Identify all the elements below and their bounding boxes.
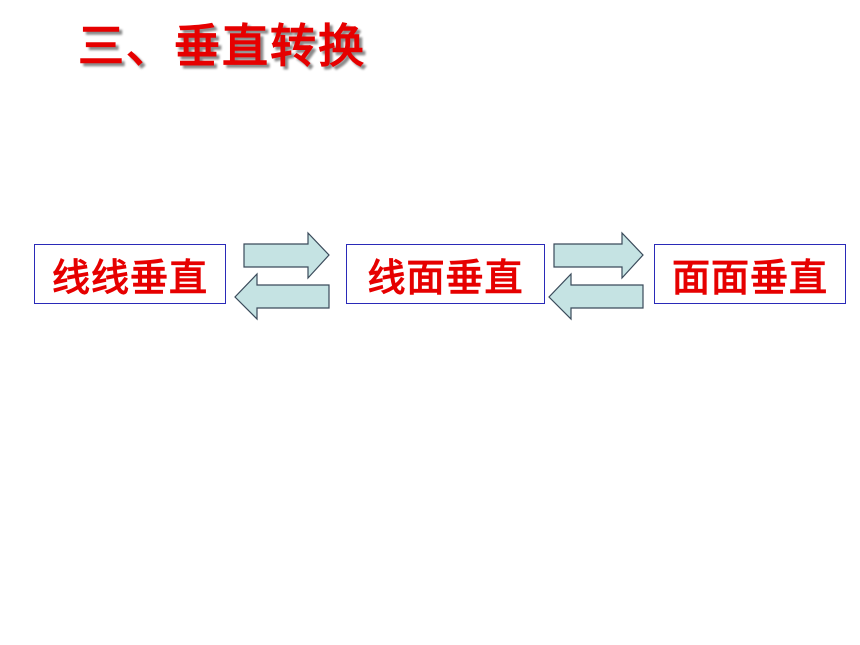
- bidirectional-arrows-1-graphic: [234, 231, 330, 321]
- right-arrow-icon: [243, 231, 330, 280]
- concept-box-line-plane: 线面垂直: [346, 244, 545, 304]
- left-arrow-icon: [234, 272, 330, 321]
- slide-title: 三、垂直转换: [78, 19, 366, 73]
- concept-box-line-line: 线线垂直: [34, 244, 226, 304]
- bidirectional-arrows-2: [546, 230, 646, 322]
- left-arrow-icon: [548, 272, 644, 321]
- bidirectional-arrows-1: [232, 230, 332, 322]
- concept-box-plane-plane: 面面垂直: [654, 244, 846, 304]
- bidirectional-arrows-2-graphic: [548, 231, 644, 321]
- right-arrow-icon: [553, 231, 644, 280]
